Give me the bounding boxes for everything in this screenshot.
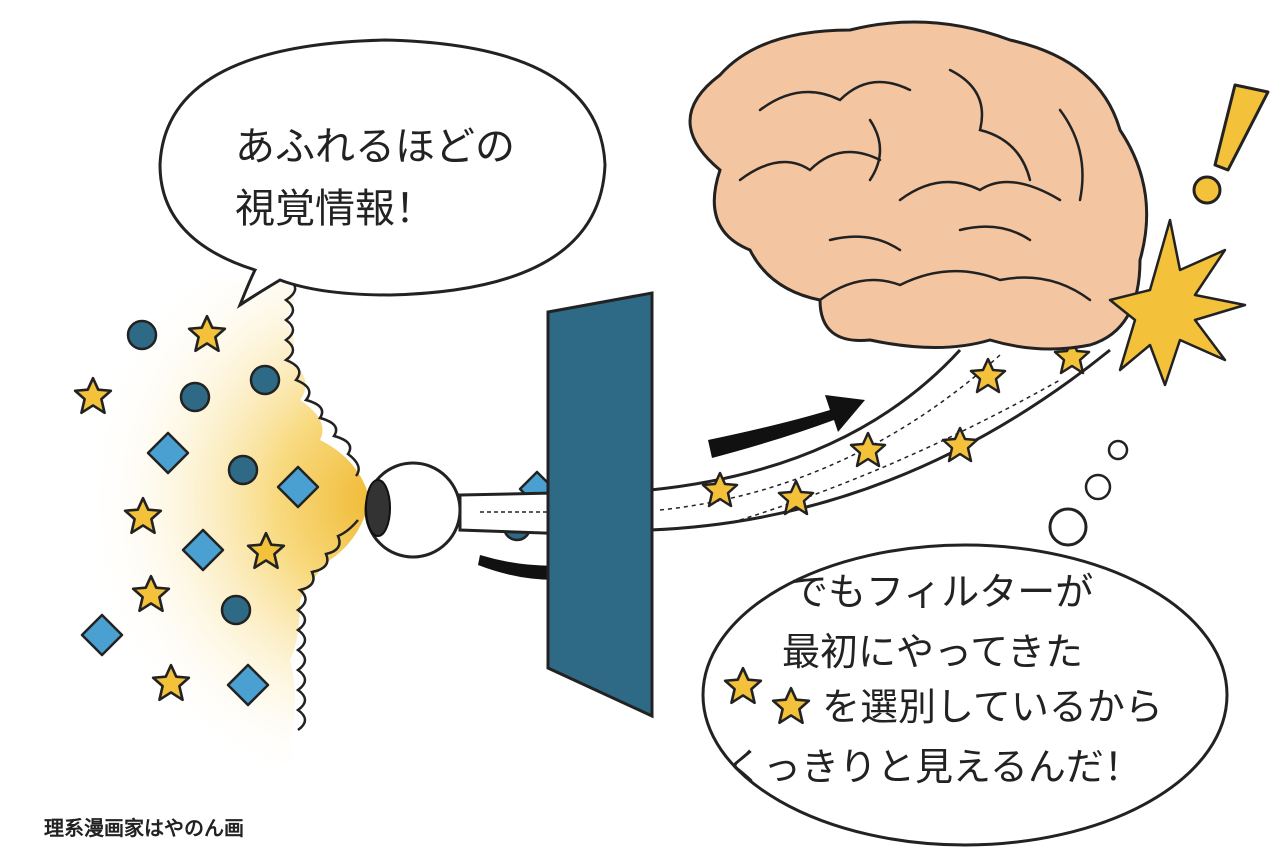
- thought-line-3: を選別しているから: [822, 685, 1163, 729]
- diamond-icon: [80, 431, 556, 707]
- visual-field-glow: [0, 280, 370, 810]
- speech-line-1: あふれるほどの: [235, 124, 515, 170]
- speech-line-2: 視覚情報！: [235, 186, 435, 232]
- wavy-boundary: [283, 279, 360, 732]
- thought-line-1: でもフィルターが: [790, 570, 1093, 614]
- star-icon: [701, 338, 1091, 516]
- burst-icon: [1108, 218, 1247, 387]
- thought-bubble: でもフィルターが 最初にやってきた を選別しているから くっきりと見えるんだ！: [701, 439, 1229, 847]
- exclamation-icon: [1192, 83, 1270, 205]
- brain-icon: [688, 20, 1149, 351]
- speech-bubble: あふれるほどの 視覚情報！: [158, 38, 607, 309]
- arrow-icon: [708, 395, 865, 458]
- filter-panel: [546, 291, 654, 719]
- artist-credit: 理系漫画家はやのん画: [44, 816, 244, 840]
- thought-line-2: 最初にやってきた: [782, 630, 1083, 674]
- thought-line-4: くっきりと見えるんだ！: [725, 745, 1142, 789]
